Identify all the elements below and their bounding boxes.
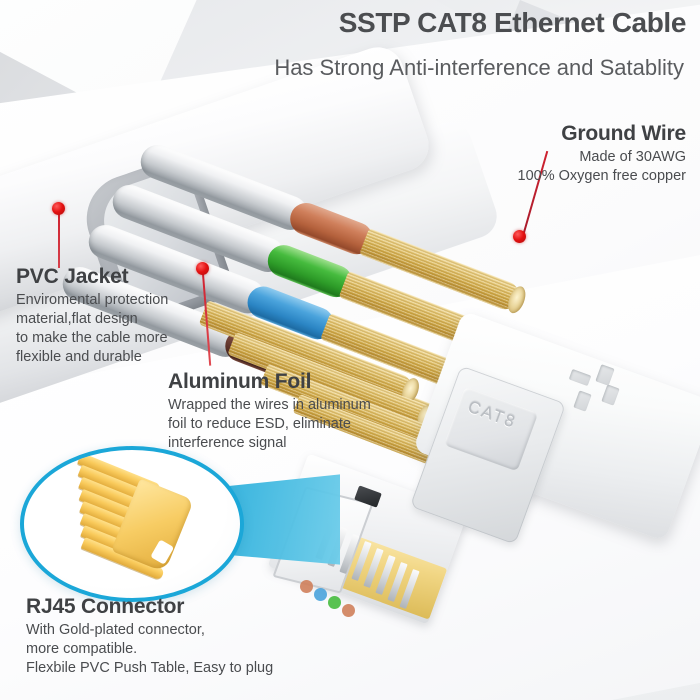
wire-color-dot-blue bbox=[314, 588, 327, 601]
callout-rj45-connector: RJ45 Connector With Gold-plated connecto… bbox=[26, 595, 366, 678]
page-title: SSTP CAT8 Ethernet Cable bbox=[338, 7, 687, 38]
leader-dot-aluminum-foil bbox=[196, 262, 209, 275]
callout-heading-ground-wire: Ground Wire bbox=[561, 122, 686, 145]
wire-color-dot-orange bbox=[300, 580, 313, 593]
leader-line-pvc-jacket bbox=[58, 214, 60, 268]
callout-aluminum-foil: Aluminum Foil Wrapped the wires in alumi… bbox=[168, 370, 408, 453]
callout-body-rj45-connector: With Gold-plated connector, more compati… bbox=[26, 622, 274, 676]
magnifier-inset-gold-pins bbox=[20, 446, 244, 602]
callout-pvc-jacket: PVC Jacket Enviromental protection mater… bbox=[16, 265, 246, 366]
leader-dot-ground-wire bbox=[513, 230, 526, 243]
callout-body-pvc-jacket: Enviromental protection material,flat de… bbox=[16, 292, 169, 365]
wire-color-dot-orange-2 bbox=[342, 604, 355, 617]
callout-body-ground-wire: Made of 30AWG 100% Oxygen free copper bbox=[517, 149, 686, 184]
callout-heading-rj45-connector: RJ45 Connector bbox=[26, 595, 185, 618]
callout-heading-aluminum-foil: Aluminum Foil bbox=[168, 370, 312, 393]
gold-pin-stack bbox=[46, 452, 225, 598]
leader-dot-pvc-jacket bbox=[52, 202, 65, 215]
page-subtitle: Has Strong Anti-interference and Satabli… bbox=[274, 55, 684, 80]
callout-ground-wire: Ground Wire Made of 30AWG 100% Oxygen fr… bbox=[406, 122, 687, 186]
callout-heading-pvc-jacket: PVC Jacket bbox=[16, 265, 129, 288]
callout-body-aluminum-foil: Wrapped the wires in aluminum foil to re… bbox=[168, 397, 371, 451]
wire-color-dot-green bbox=[328, 596, 341, 609]
